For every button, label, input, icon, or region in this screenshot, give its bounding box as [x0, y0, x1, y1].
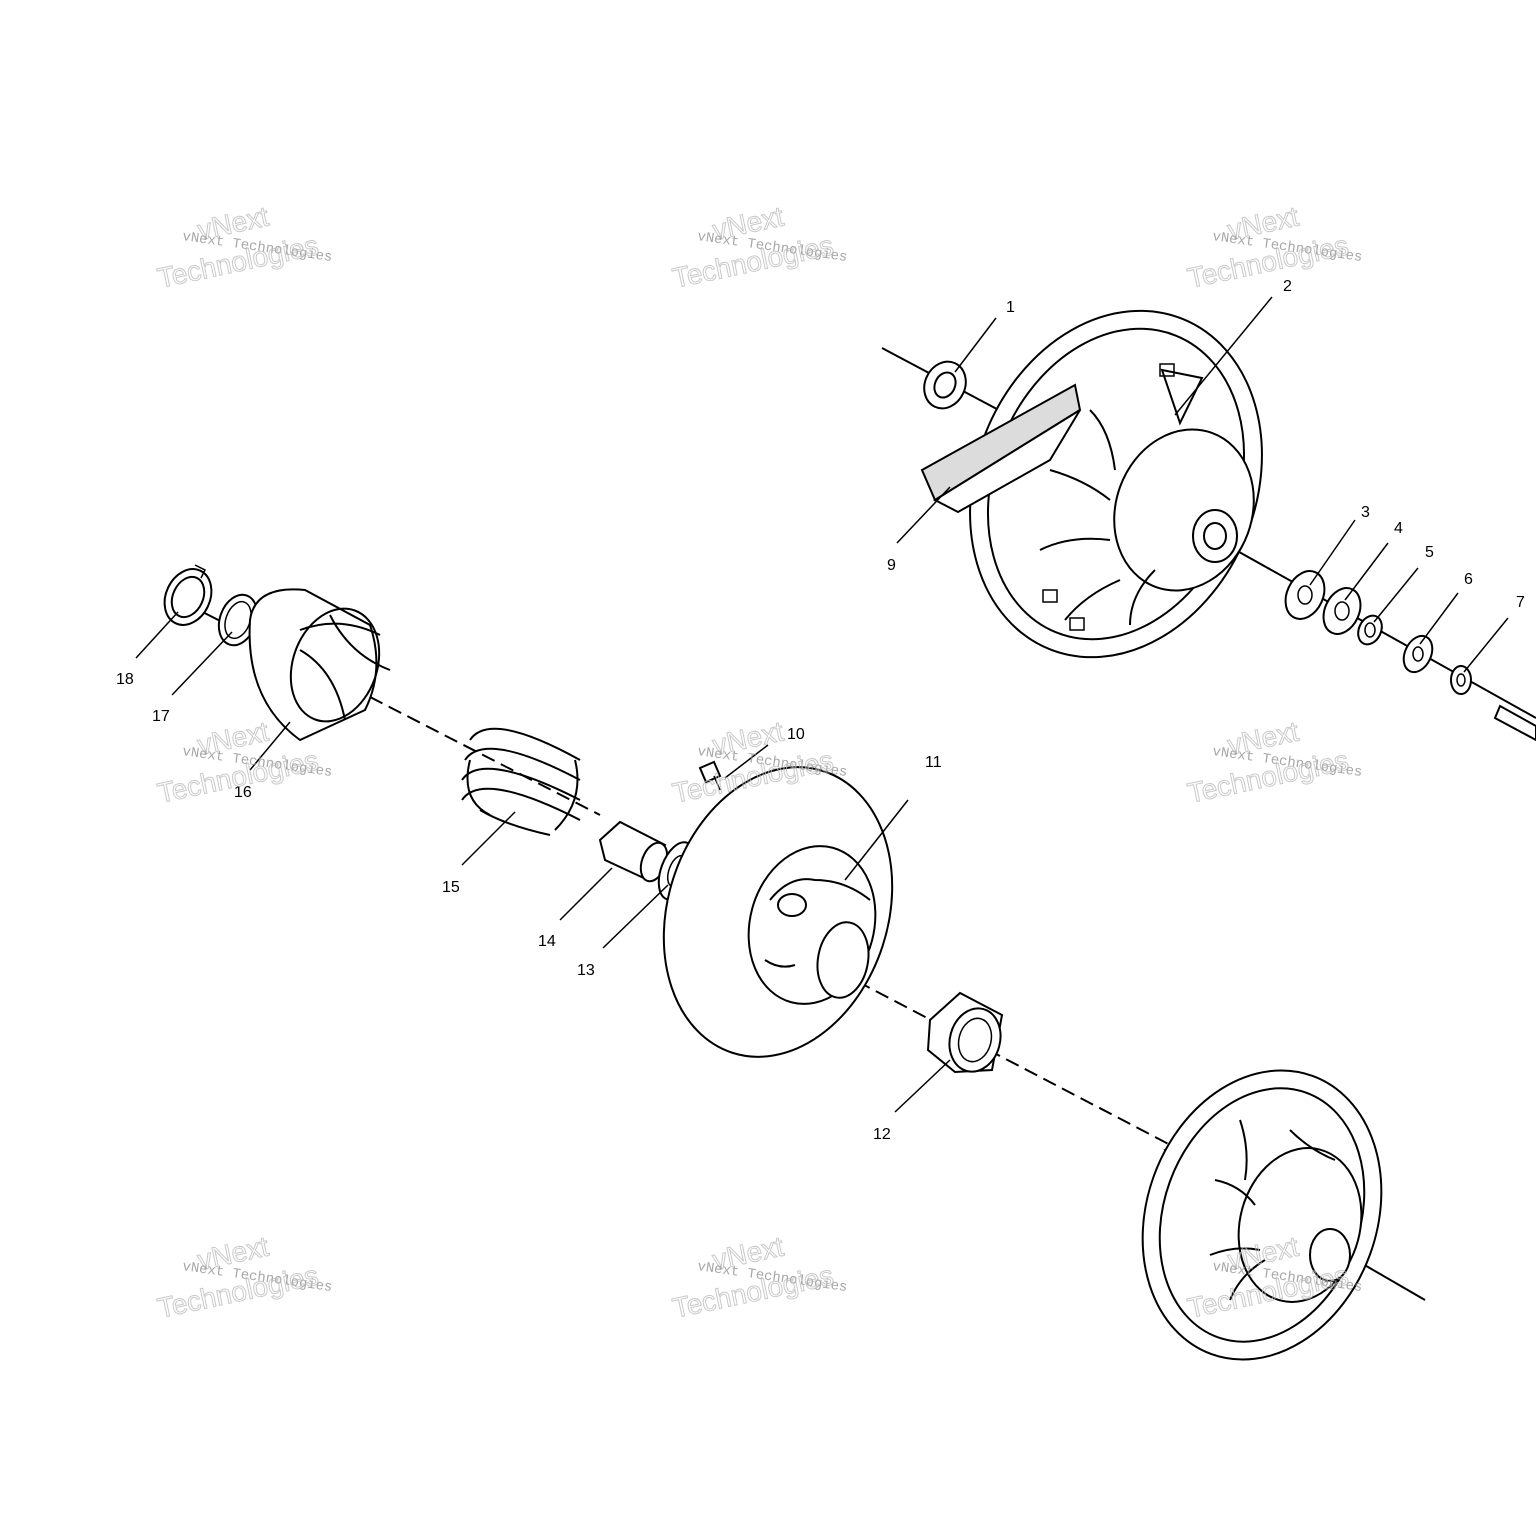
watermark: vNext vNext Technologies Technologies	[154, 1230, 333, 1324]
nut-part-7	[1450, 665, 1472, 695]
callout-numbers: 1 2 3 4 5 6 7 9 10 11 12 13 14 15 16 17 …	[116, 278, 1525, 1143]
callout-13: 13	[577, 962, 595, 979]
clip-part-5	[1357, 614, 1383, 646]
movable-sheave-part-11	[662, 766, 894, 1058]
cam-part-16	[248, 588, 391, 742]
callout-1: 1	[1006, 299, 1015, 316]
washer-part-4	[1322, 587, 1362, 635]
callout-16: 16	[234, 784, 252, 801]
washer-part-1	[923, 360, 967, 410]
watermark: vNext vNext Technologies Technologies	[669, 200, 848, 294]
callout-14: 14	[538, 933, 556, 950]
callout-7: 7	[1516, 594, 1525, 611]
snap-ring-part-18	[163, 564, 213, 626]
watermark: vNext vNext Technologies Technologies	[669, 1230, 848, 1324]
callout-11: 11	[925, 754, 942, 771]
callout-12: 12	[873, 1126, 891, 1143]
callout-5: 5	[1425, 544, 1434, 561]
shaft-end-right	[1493, 704, 1536, 742]
callout-18: 18	[116, 671, 134, 688]
washer-part-6	[1402, 634, 1434, 674]
callout-4: 4	[1394, 520, 1403, 537]
callout-10: 10	[787, 726, 805, 743]
leader-lines	[135, 296, 1509, 1113]
callout-6: 6	[1464, 571, 1473, 588]
drive-sheave	[920, 309, 1263, 659]
callout-2: 2	[1283, 278, 1292, 295]
washer-part-3	[1284, 570, 1326, 620]
callout-9: 9	[887, 557, 896, 574]
watermark: vNext vNext Technologies Technologies	[154, 200, 333, 294]
watermark: vNext vNext Technologies Technologies	[1184, 715, 1363, 809]
fixed-sheave-bottom	[1141, 1069, 1383, 1361]
bearing-part-12	[926, 991, 1004, 1074]
callout-3: 3	[1361, 504, 1370, 521]
spring-part-15	[461, 727, 581, 836]
watermark: vNext vNext Technologies Technologies	[1184, 200, 1363, 294]
callout-15: 15	[442, 879, 460, 896]
callout-17: 17	[152, 708, 170, 725]
screw-part-10	[698, 760, 722, 791]
